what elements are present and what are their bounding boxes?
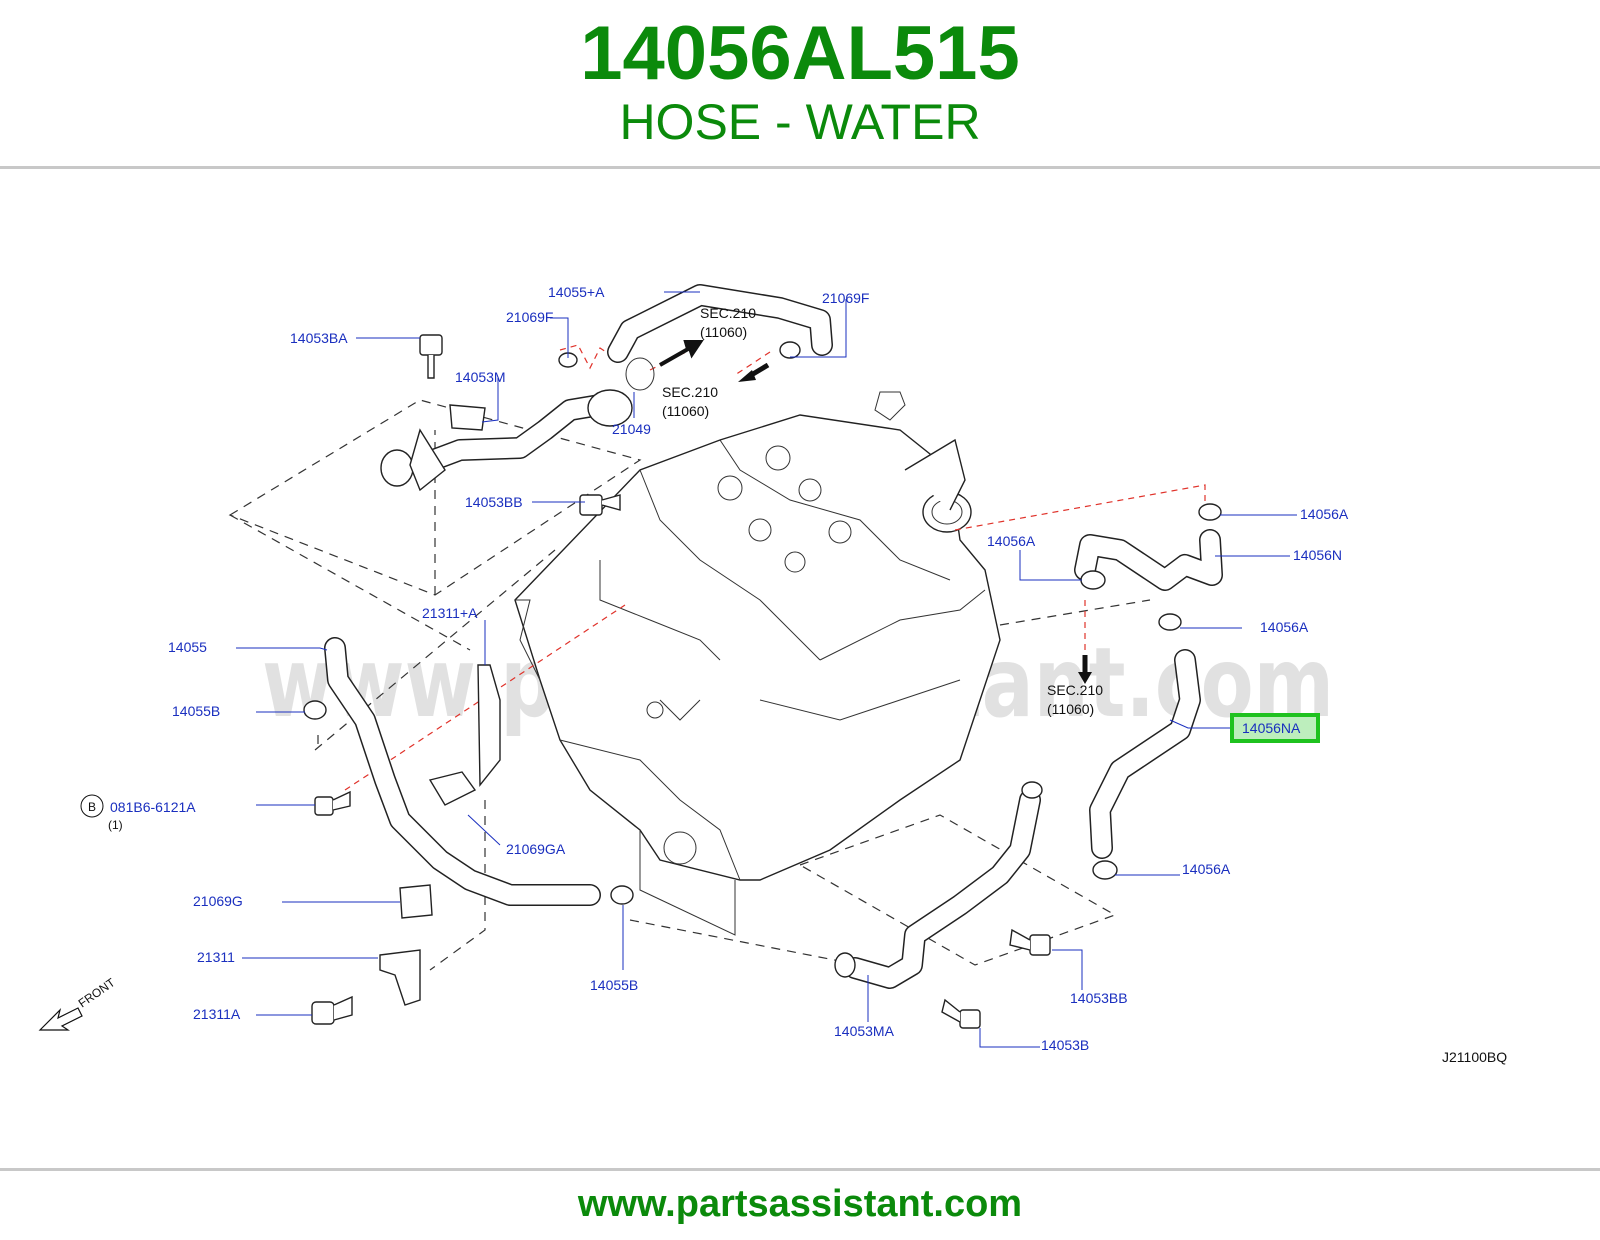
callout-14056a-top[interactable]: 14056A: [987, 533, 1036, 549]
callout-081b6-6121a[interactable]: 081B6-6121A: [110, 799, 196, 815]
hose-14055-a: [607, 284, 833, 363]
callout-14055-a[interactable]: 14055+A: [548, 284, 605, 300]
direction-arrows: [659, 340, 1092, 684]
callout-14055b-bottom[interactable]: 14055B: [590, 977, 638, 993]
callout-14056a-bottom[interactable]: 14056A: [1182, 861, 1231, 877]
part-name-subtitle: HOSE - WATER: [619, 94, 981, 150]
sec-ref-a-line2: (11060): [700, 324, 747, 340]
parts-diagram: www.partsassistant.com: [38, 284, 1507, 1065]
front-indicator: FRONT: [38, 975, 118, 1031]
sec-ref-c-line2: (11060): [1047, 701, 1094, 717]
sec-ref-b-line1[interactable]: SEC.210: [662, 384, 718, 400]
small-parts: [303, 334, 1222, 1029]
header: 14056AL515 HOSE - WATER: [0, 0, 1600, 170]
callout-14056n[interactable]: 14056N: [1293, 547, 1342, 563]
callout-21311a[interactable]: 21311A: [193, 1006, 241, 1022]
footer-divider: [0, 1168, 1600, 1171]
footer-website-link[interactable]: www.partsassistant.com: [577, 1183, 1023, 1225]
hose-14053m: [380, 357, 655, 487]
sec-ref-c-line1[interactable]: SEC.210: [1047, 682, 1103, 698]
sec-ref-a-line1[interactable]: SEC.210: [700, 305, 756, 321]
callout-21069f-left[interactable]: 21069F: [506, 309, 553, 325]
callout-14053bb-bottom[interactable]: 14053BB: [1070, 990, 1128, 1006]
highlight-box: [1230, 713, 1320, 743]
callout-14056a-mid[interactable]: 14056A: [1300, 506, 1349, 522]
diagram-code: J21100BQ: [1442, 1049, 1507, 1065]
callout-21311-a[interactable]: 21311+A: [422, 605, 478, 621]
callout-14053ba[interactable]: 14053BA: [290, 330, 348, 346]
part-number-title: 14056AL515: [580, 11, 1020, 96]
callout-21311[interactable]: 21311: [197, 949, 235, 965]
sec-ref-b-line2: (11060): [662, 403, 709, 419]
leader-lines: [236, 291, 1297, 1048]
hose-14055: [324, 637, 601, 906]
callout-14055[interactable]: 14055: [168, 639, 207, 655]
callout-14056na[interactable]: 14056NA: [1242, 720, 1301, 736]
callout-14056a-right[interactable]: 14056A: [1260, 619, 1309, 635]
callout-21069g[interactable]: 21069G: [193, 893, 243, 909]
callout-14053b[interactable]: 14053B: [1041, 1037, 1089, 1053]
callout-14053bb-top[interactable]: 14053BB: [465, 494, 523, 510]
hose-14053ma: [834, 781, 1043, 989]
callout-14055b-left[interactable]: 14055B: [172, 703, 220, 719]
highlighted-part-14056na[interactable]: 14056NA: [1230, 713, 1320, 743]
callout-14053ma[interactable]: 14053MA: [834, 1023, 895, 1039]
hose-14056na[interactable]: [1089, 649, 1201, 859]
callout-14053m[interactable]: 14053M: [455, 369, 506, 385]
front-label: FRONT: [76, 975, 118, 1011]
header-divider: [0, 166, 1600, 169]
hose-14056n: [1074, 529, 1223, 591]
callout-081b6-quantity: (1): [108, 818, 123, 832]
bolt-marker-letter: B: [88, 800, 96, 814]
callout-21069ga[interactable]: 21069GA: [506, 841, 566, 857]
callout-labels: 14055+A 21069F 21069F 14053BA 14053M SEC…: [80, 284, 1349, 1053]
callout-21069f-right[interactable]: 21069F: [822, 290, 869, 306]
engine-assembly: [514, 391, 1001, 936]
bolt-marker-circle: [80, 794, 104, 818]
front-arrow-icon: [38, 1007, 83, 1031]
callout-21049[interactable]: 21049: [612, 421, 651, 437]
